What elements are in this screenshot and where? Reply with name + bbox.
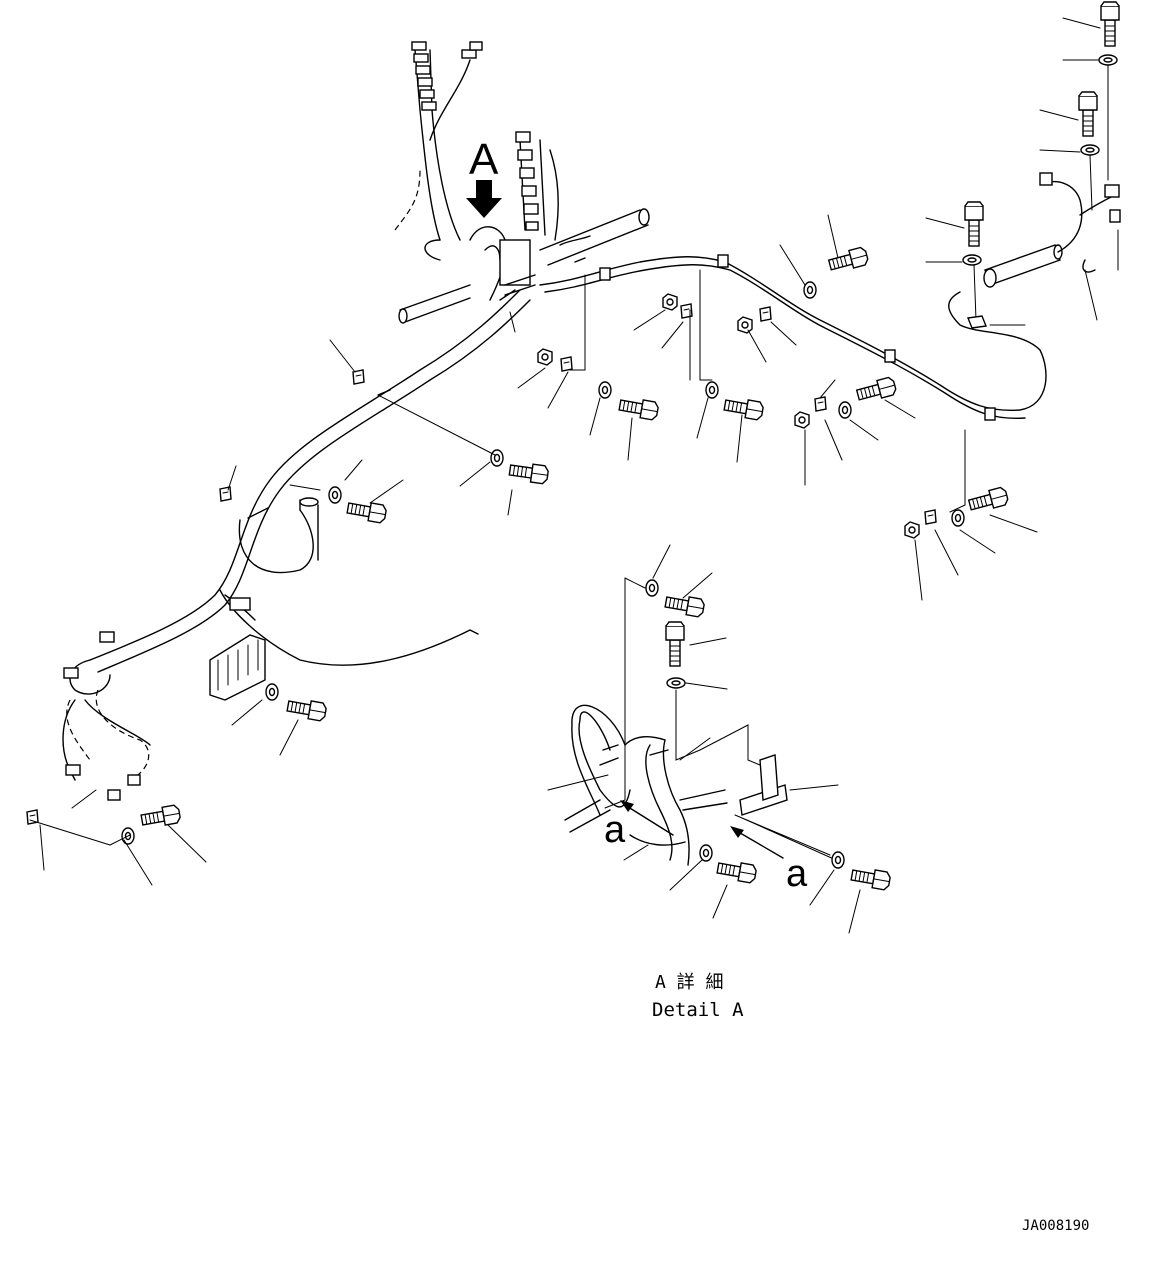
drawing-code: JA008190 xyxy=(1022,1218,1089,1234)
detail-title-jp: A 詳 細 xyxy=(655,972,724,993)
fasteners xyxy=(26,1,1120,845)
leader-lines xyxy=(29,17,1119,886)
view-arrow xyxy=(466,180,502,218)
main-harness xyxy=(62,41,1121,801)
inline-filter xyxy=(983,244,1063,288)
detail-a xyxy=(547,544,892,934)
marker-a-left: a xyxy=(604,809,626,851)
marker-a-right: a xyxy=(786,853,808,895)
terminal-block xyxy=(209,634,266,701)
view-label-a: A xyxy=(469,135,499,184)
detail-title-en: Detail A xyxy=(652,999,744,1021)
